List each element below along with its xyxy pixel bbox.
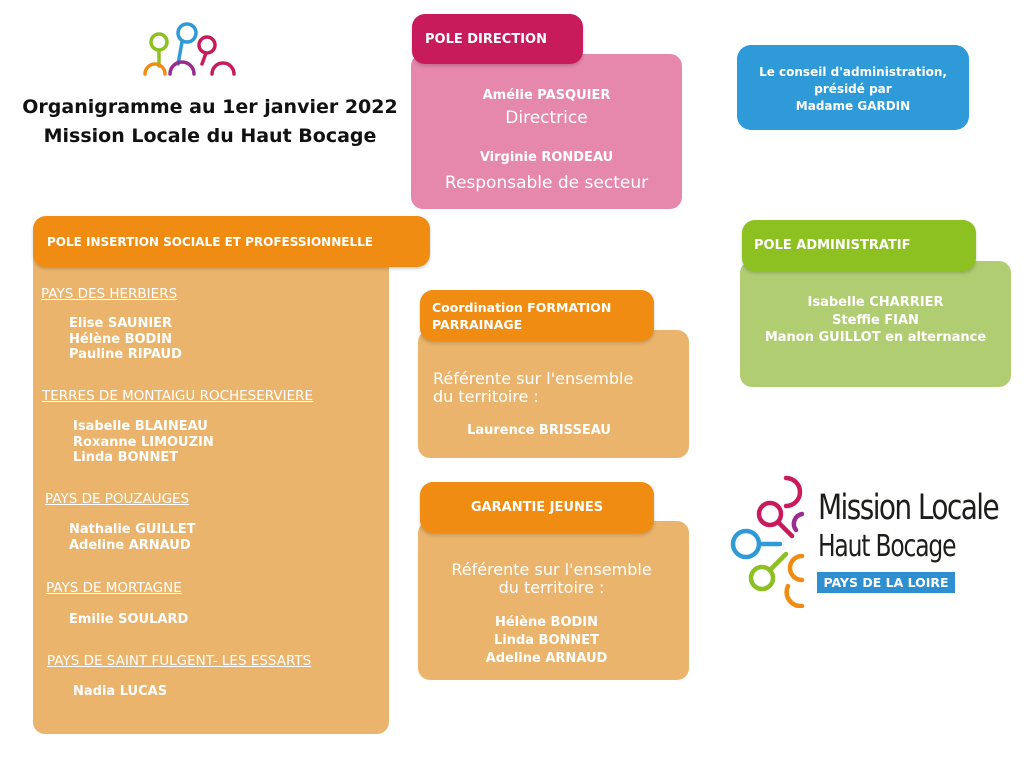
region-saint-fulgent: PAYS DE SAINT FULGENT- LES ESSARTS bbox=[47, 653, 312, 669]
pole-insertion-tab: POLE INSERTION SOCIALE ET PROFESSIONNELL… bbox=[33, 216, 430, 267]
coordination-staff: Laurence BRISSEAU bbox=[418, 422, 660, 440]
garantie-referente: Référente sur l'ensemble du territoire : bbox=[418, 561, 685, 597]
staff-name: Pauline RIPAUD bbox=[69, 347, 182, 362]
staff-name: Laurence BRISSEAU bbox=[467, 423, 611, 438]
direction-role-1: Directrice bbox=[505, 108, 588, 128]
region-pouzauges: PAYS DE POUZAUGES bbox=[45, 491, 190, 507]
page-title: Organigramme au 1er janvier 2022 Mission… bbox=[20, 93, 400, 151]
conseil-administration-box: Le conseil d'administration, présidé par… bbox=[737, 45, 969, 130]
staff-name: Linda BONNET bbox=[73, 450, 179, 465]
conseil-line-1: Le conseil d'administration, bbox=[759, 65, 947, 79]
garantie-jeunes-box: Référente sur l'ensemble du territoire :… bbox=[418, 521, 689, 680]
title-line-1: Organigramme au 1er janvier 2022 bbox=[22, 96, 398, 118]
region-herbiers: PAYS DES HERBIERS bbox=[41, 286, 178, 302]
direction-person-1: Amélie PASQUIER bbox=[482, 88, 611, 103]
garantie-staff: Hélène BODIN Linda BONNET Adeline ARNAUD bbox=[418, 614, 675, 668]
conseil-line-2: présidé par bbox=[814, 82, 892, 96]
referente-line: du territoire : bbox=[498, 578, 605, 597]
title-line-2: Mission Locale du Haut Bocage bbox=[43, 125, 377, 147]
referente-line: du territoire : bbox=[433, 387, 539, 406]
region-pouzauges-staff: Nathalie GUILLET Adeline ARNAUD bbox=[69, 522, 196, 553]
staff-name: Adeline ARNAUD bbox=[485, 651, 608, 666]
coordination-tab: Coordination FORMATION PARRAINAGE bbox=[420, 290, 654, 341]
brand-subtitle: Haut Bocage bbox=[818, 529, 957, 564]
referente-line: Référente sur l'ensemble bbox=[451, 560, 652, 579]
region-montaigu: TERRES DE MONTAIGU ROCHESERVIERE bbox=[42, 388, 314, 404]
coordination-referente: Référente sur l'ensemble du territoire : bbox=[433, 370, 633, 406]
staff-name: Adeline ARNAUD bbox=[69, 537, 191, 553]
referente-line: Référente sur l'ensemble bbox=[433, 369, 634, 388]
staff-name: Nathalie GUILLET bbox=[69, 522, 196, 537]
direction-box: Amélie PASQUIER Directrice Virginie ROND… bbox=[411, 54, 682, 209]
brand-name: Mission Locale bbox=[818, 488, 1000, 528]
coordination-label-line-2: PARRAINAGE bbox=[432, 316, 523, 332]
staff-name: Steffie FIAN bbox=[832, 312, 919, 328]
staff-name: Hélène BODIN bbox=[69, 331, 173, 347]
staff-name: Roxanne LIMOUZIN bbox=[73, 434, 214, 450]
staff-name: Isabelle BLAINEAU bbox=[73, 419, 208, 434]
staff-name: Nadia LUCAS bbox=[73, 684, 168, 699]
mission-locale-logo-large-icon bbox=[730, 475, 805, 608]
coordination-label-line-1: Coordination FORMATION bbox=[432, 299, 612, 315]
region-mortagne-staff: Emilie SOULARD bbox=[69, 612, 188, 628]
pole-administratif-tab: POLE ADMINISTRATIF bbox=[742, 220, 976, 271]
garantie-jeunes-tab: GARANTIE JEUNES bbox=[420, 482, 654, 533]
region-montaigu-staff: Isabelle BLAINEAU Roxanne LIMOUZIN Linda… bbox=[73, 419, 214, 466]
coordination-box: Référente sur l'ensemble du territoire :… bbox=[418, 330, 689, 458]
direction-role-2: Responsable de secteur bbox=[444, 173, 649, 193]
direction-person-2: Virginie RONDEAU bbox=[479, 150, 614, 165]
conseil-line-3: Madame GARDIN bbox=[795, 99, 911, 113]
region-mortagne: PAYS DE MORTAGNE bbox=[46, 580, 182, 596]
staff-name: Manon GUILLOT en alternance bbox=[764, 330, 987, 345]
staff-name: Isabelle CHARRIER bbox=[807, 295, 944, 310]
brand-region-badge: PAYS DE LA LOIRE bbox=[817, 572, 955, 593]
insertion-box: PAYS DES HERBIERS Elise SAUNIER Hélène B… bbox=[33, 241, 389, 734]
staff-name: Emilie SOULARD bbox=[69, 612, 189, 627]
staff-name: Elise SAUNIER bbox=[69, 316, 173, 331]
mission-locale-logo-small-icon bbox=[143, 22, 236, 76]
staff-name: Hélène BODIN bbox=[494, 615, 599, 630]
administratif-box bbox=[740, 261, 1011, 387]
administratif-staff: Isabelle CHARRIER Steffie FIAN Manon GUI… bbox=[740, 294, 1011, 347]
pole-direction-tab: POLE DIRECTION bbox=[412, 14, 583, 64]
region-herbiers-staff: Elise SAUNIER Hélène BODIN Pauline RIPAU… bbox=[69, 316, 182, 363]
region-saint-fulgent-staff: Nadia LUCAS bbox=[73, 684, 167, 700]
staff-name: Linda BONNET bbox=[493, 633, 600, 648]
